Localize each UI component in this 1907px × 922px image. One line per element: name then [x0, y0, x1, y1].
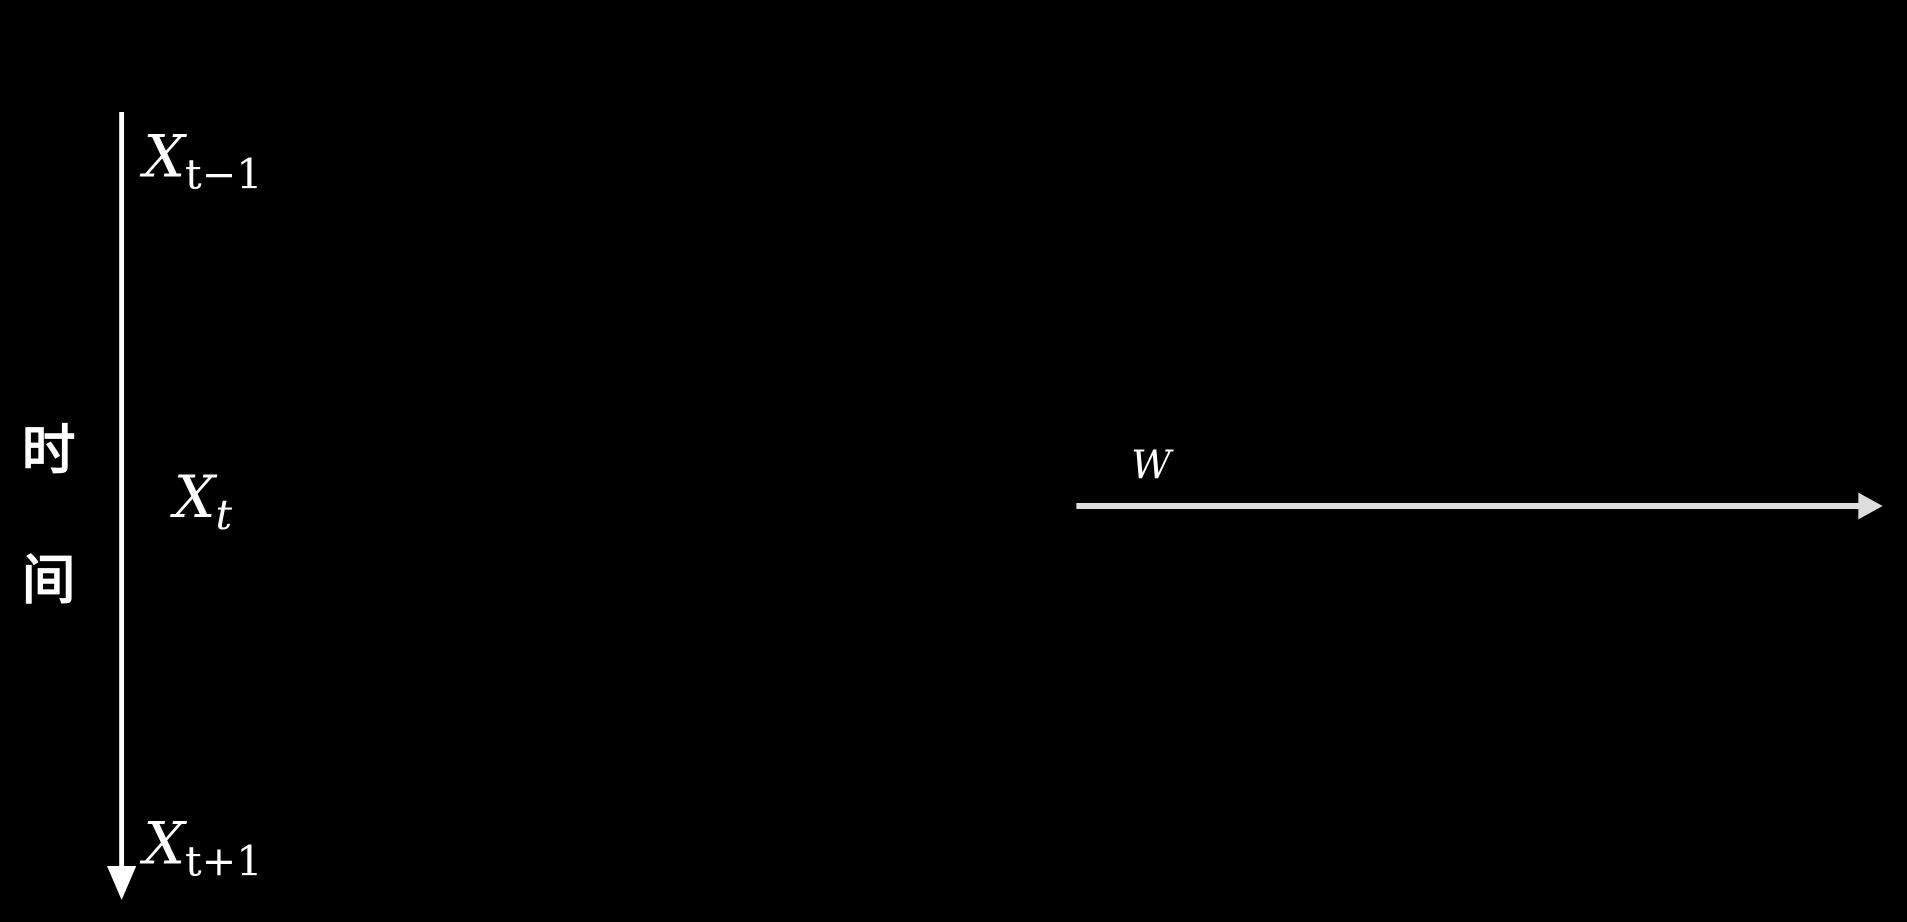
- step-label-next: Xt+1: [140, 810, 263, 886]
- step-labels-left: Xt−1 Xt Xt+1: [140, 122, 263, 885]
- recurrent-arrow-head-end: [1858, 492, 1883, 520]
- time-label-char-1: 时: [22, 418, 76, 481]
- step-label-current: Xt: [170, 463, 233, 539]
- time-label-char-2: 间: [22, 548, 76, 611]
- step-label-prev: Xt−1: [140, 122, 263, 198]
- time-axis: 时 间: [22, 111, 137, 901]
- w-label-incoming: W: [1131, 443, 1174, 488]
- time-arrow-head: [107, 865, 137, 901]
- rnn-unrolled-schematic: W: [1076, 443, 1883, 520]
